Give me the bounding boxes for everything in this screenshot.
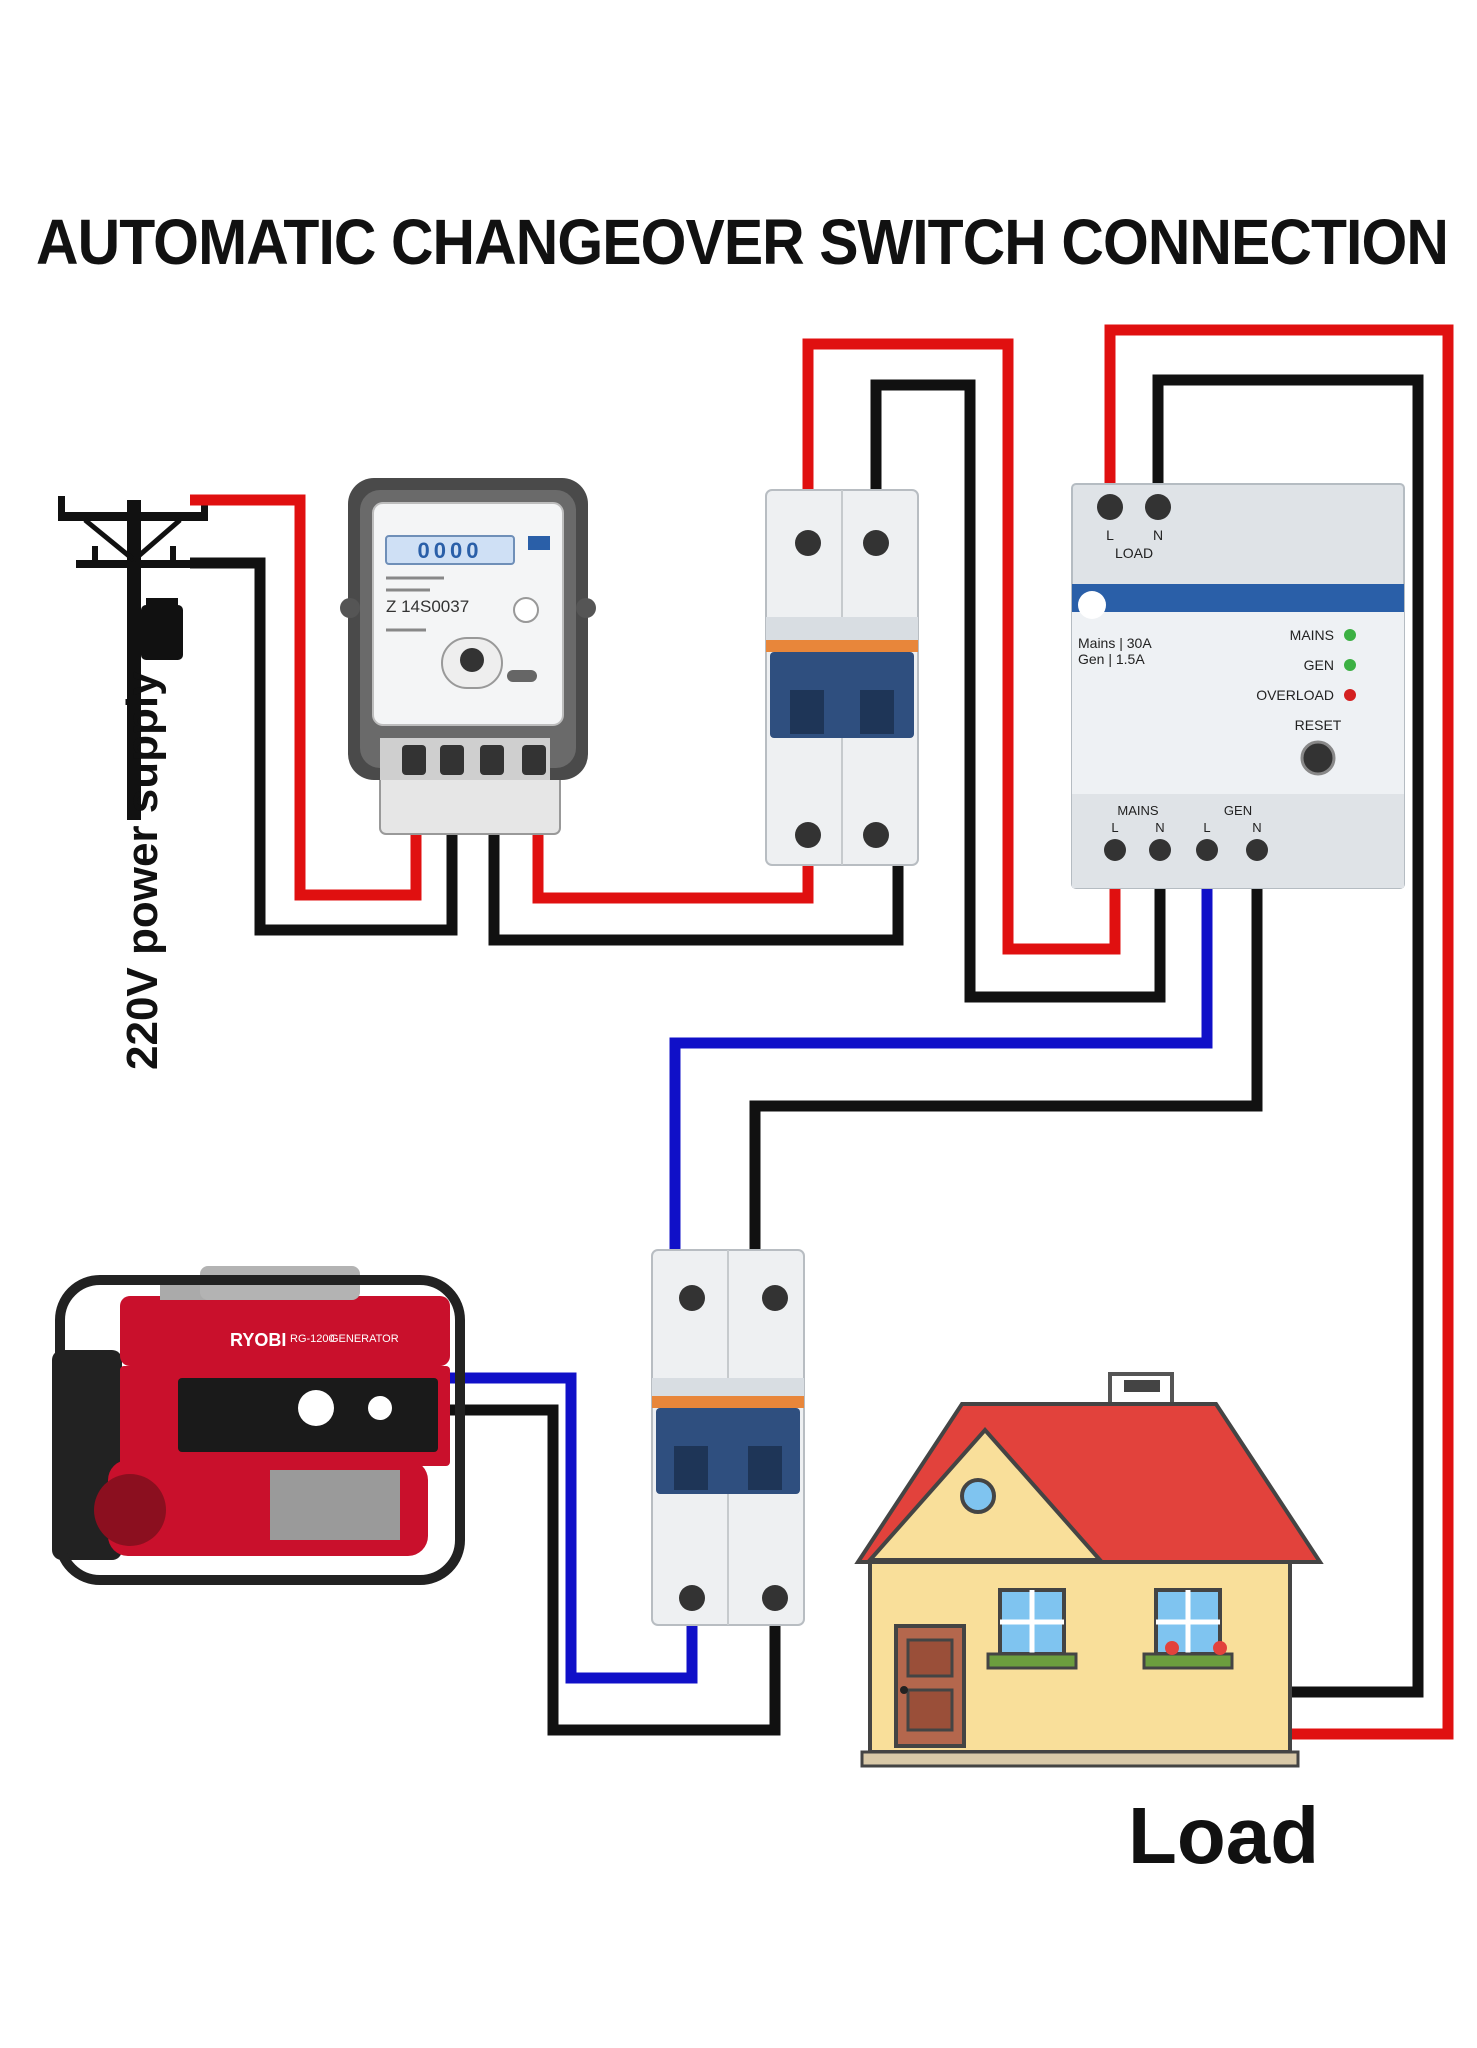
- load-terminal-n: N: [1153, 527, 1163, 543]
- wire-gen-neutral-to-switch: [749, 850, 1263, 1298]
- wire-load-neutral: [1152, 374, 1424, 1698]
- gen-indicator-icon: [1344, 659, 1356, 671]
- indicator-label-overload: OVERLOAD: [1256, 687, 1334, 703]
- load-terminal-l: L: [1106, 527, 1114, 543]
- house-icon: [854, 1372, 1324, 1768]
- indicator-label-gen: GEN: [1304, 657, 1334, 673]
- generator-model: RG-1200: [290, 1333, 335, 1345]
- wire-neutral-pole-meter: [190, 557, 458, 936]
- reset-label: RESET: [1295, 717, 1342, 733]
- brand-logo-icon: [1078, 591, 1106, 619]
- generator-brand: RYOBI: [230, 1330, 286, 1350]
- reset-button[interactable]: [1300, 740, 1336, 776]
- input-terminal-mains-n: N: [1155, 820, 1164, 835]
- rating-gen: Gen | 1.5A: [1078, 651, 1145, 667]
- generator-breaker[interactable]: [651, 1249, 805, 1626]
- wire-load-live: [1104, 324, 1454, 1740]
- rating-mains: Mains | 30A: [1078, 635, 1152, 651]
- wire-live-pole-meter: [190, 494, 422, 901]
- input-terminal-mains-l: L: [1111, 820, 1118, 835]
- input-group-gen: GEN: [1224, 803, 1252, 818]
- page-title: AUTOMATIC CHANGEOVER SWITCH CONNECTION: [36, 206, 1449, 278]
- indicator-label-mains: MAINS: [1290, 627, 1334, 643]
- round-window: [960, 1478, 996, 1514]
- load-terminal-caption: LOAD: [1115, 545, 1153, 561]
- meter-serial: Z 14S0037: [386, 597, 469, 616]
- wire-neutral-breaker-mains: [870, 379, 1166, 1003]
- mains-indicator-icon: [1344, 629, 1356, 641]
- load-label: Load: [1128, 1791, 1320, 1880]
- wire-live-breaker-mains: [802, 338, 1121, 955]
- mains-breaker[interactable]: [765, 489, 919, 866]
- generator-icon: RYOBI RG-1200 GENERATOR: [52, 1266, 465, 1585]
- input-terminal-gen-l: L: [1203, 820, 1210, 835]
- wire-gen-live-to-breaker: [440, 1372, 698, 1684]
- meter-display: [385, 535, 515, 565]
- energy-meter: 0000 Z 14S0037: [340, 478, 596, 835]
- changeover-switch: L N LOAD Mains | 30A Gen | 1.5A MAINS GE…: [1071, 483, 1405, 889]
- overload-indicator-icon: [1344, 689, 1356, 701]
- input-terminal-gen-n: N: [1252, 820, 1261, 835]
- wire-gen-live-to-switch: [669, 850, 1213, 1298]
- wire-neutral-meter-breaker: [488, 752, 904, 946]
- supply-label: 220V power supply: [118, 671, 167, 1070]
- wire-gen-neutral-to-breaker: [440, 1404, 781, 1736]
- meter-display-value: 0000: [418, 538, 483, 563]
- generator-type: GENERATOR: [330, 1333, 399, 1345]
- utility-pole-icon: [58, 496, 208, 820]
- input-group-mains: MAINS: [1117, 803, 1159, 818]
